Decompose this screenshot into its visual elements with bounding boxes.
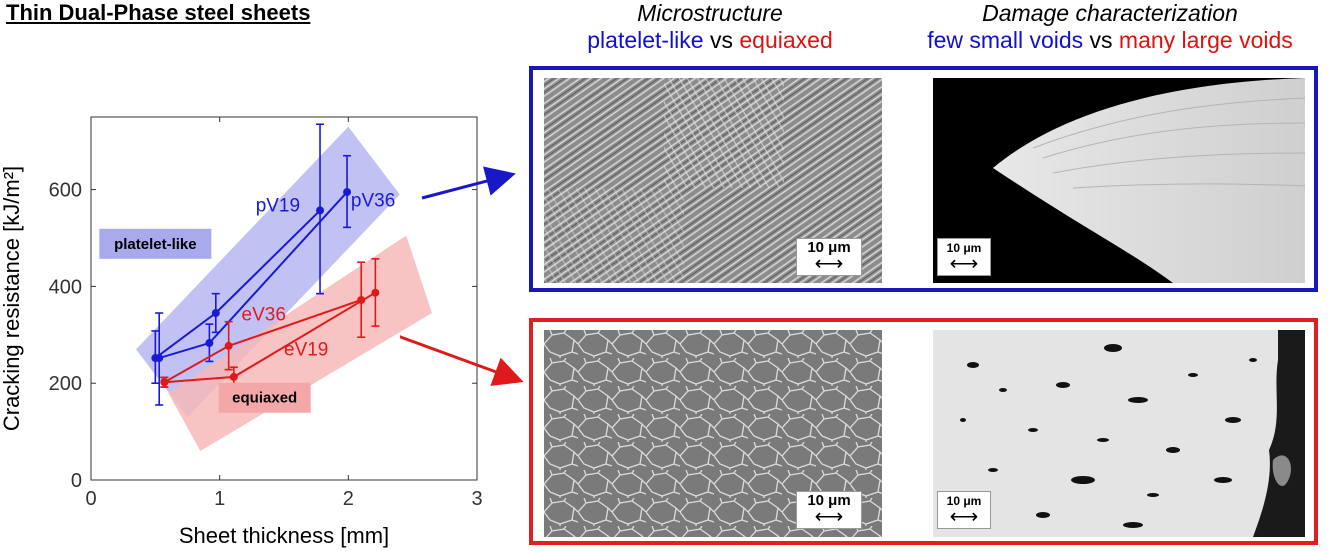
scale-bar-label: 10 μm (946, 494, 982, 508)
series-label-pv19: pV19 (256, 195, 300, 216)
platelet-panel: 10 μm ⟷ 10 μm ⟷ (529, 66, 1318, 292)
microstructure-platelet-label: platelet-like (587, 27, 704, 53)
scale-bar: 10 μm ⟷ (937, 491, 991, 529)
platelet-microstructure-image: 10 μm ⟷ (544, 78, 882, 283)
data-point (224, 341, 233, 350)
plot-area-frame (90, 116, 478, 481)
microstructure-vs: vs (709, 27, 733, 53)
data-point (371, 288, 380, 297)
x-axis-label: Sheet thickness [mm] (179, 523, 389, 548)
microstructure-subtitle: platelet-like vs equiaxed (520, 27, 900, 54)
series-label-ev36: eV36 (242, 304, 286, 325)
equiaxed-band-label: equiaxed (232, 390, 297, 407)
platelet-band-label: platelet-like (114, 236, 197, 253)
scale-bar-label: 10 μm (807, 492, 851, 509)
figure-title: Thin Dual-Phase steel sheets (6, 0, 311, 25)
scale-bar-arrow: ⟷ (949, 506, 979, 528)
scale-bar-label: 10 μm (807, 239, 851, 256)
x-tick-label: 0 (85, 488, 96, 510)
scale-bar-label: 10 μm (946, 241, 982, 255)
microstructure-title: Microstructure (637, 0, 783, 26)
series-labels: pV19 pV36 eV36 eV19 (242, 191, 396, 361)
data-point (316, 206, 325, 215)
scale-bar: 10 μm ⟷ (796, 238, 862, 276)
y-tick-label: 200 (49, 373, 82, 395)
data-series (151, 123, 380, 406)
cracking-resistance-chart: 0 1 2 3 0 200 400 600 pV19 pV36 eV36 eV19 Sheet th… (0, 116, 483, 548)
equiaxed-microstructure-image: 10 μm ⟷ (544, 330, 882, 537)
x-tick-label: 3 (471, 488, 482, 510)
y-axis-label: Cracking resistance [kJ/m²] (0, 166, 24, 431)
x-tick-label: 2 (343, 488, 354, 510)
scale-bar-arrow: ⟷ (814, 506, 844, 528)
damage-vs: vs (1089, 27, 1113, 53)
scale-bar-arrow: ⟷ (814, 253, 844, 275)
series-label-ev19: eV19 (284, 340, 328, 361)
scale-bar: 10 μm ⟷ (796, 491, 862, 529)
y-tick-label: 0 (71, 470, 82, 492)
platelet-band-label-bg (99, 228, 212, 259)
data-point (343, 188, 352, 197)
microstructure-header: Microstructure platelet-like vs equiaxed (520, 0, 900, 54)
series-label-pv36: pV36 (351, 191, 395, 212)
microstructure-equiaxed-label: equiaxed (739, 27, 833, 53)
scale-bar: 10 μm ⟷ (937, 238, 991, 276)
data-point (155, 354, 164, 363)
damage-title: Damage characterization (982, 0, 1238, 26)
damage-subtitle: few small voids vs many large voids (890, 27, 1330, 54)
platelet-damage-image: 10 μm ⟷ (933, 78, 1305, 283)
blue-connector-arrow (421, 166, 516, 200)
equiaxed-band-label-bg (218, 382, 311, 413)
scale-bar-arrow: ⟷ (949, 253, 979, 275)
y-tick-label: 600 (49, 180, 82, 202)
red-connector-arrow (400, 335, 524, 386)
damage-few-voids-label: few small voids (927, 27, 1084, 53)
damage-header: Damage characterization few small voids … (890, 0, 1330, 54)
connector-arrows (400, 166, 524, 386)
voids-texture (960, 330, 1305, 537)
crack-tip-texture (993, 78, 1305, 283)
equiaxed-damage-image: 10 μm ⟷ (933, 330, 1305, 537)
data-point (205, 339, 214, 348)
equiaxed-panel: 10 μm ⟷ (529, 318, 1318, 545)
x-tick-label: 1 (214, 488, 225, 510)
data-point (160, 378, 169, 387)
y-tick-label: 400 (49, 276, 82, 298)
data-point (229, 372, 238, 381)
axis-ticks: 0 1 2 3 0 200 400 600 (49, 117, 483, 510)
data-point (211, 309, 220, 318)
damage-many-voids-label: many large voids (1118, 27, 1293, 53)
